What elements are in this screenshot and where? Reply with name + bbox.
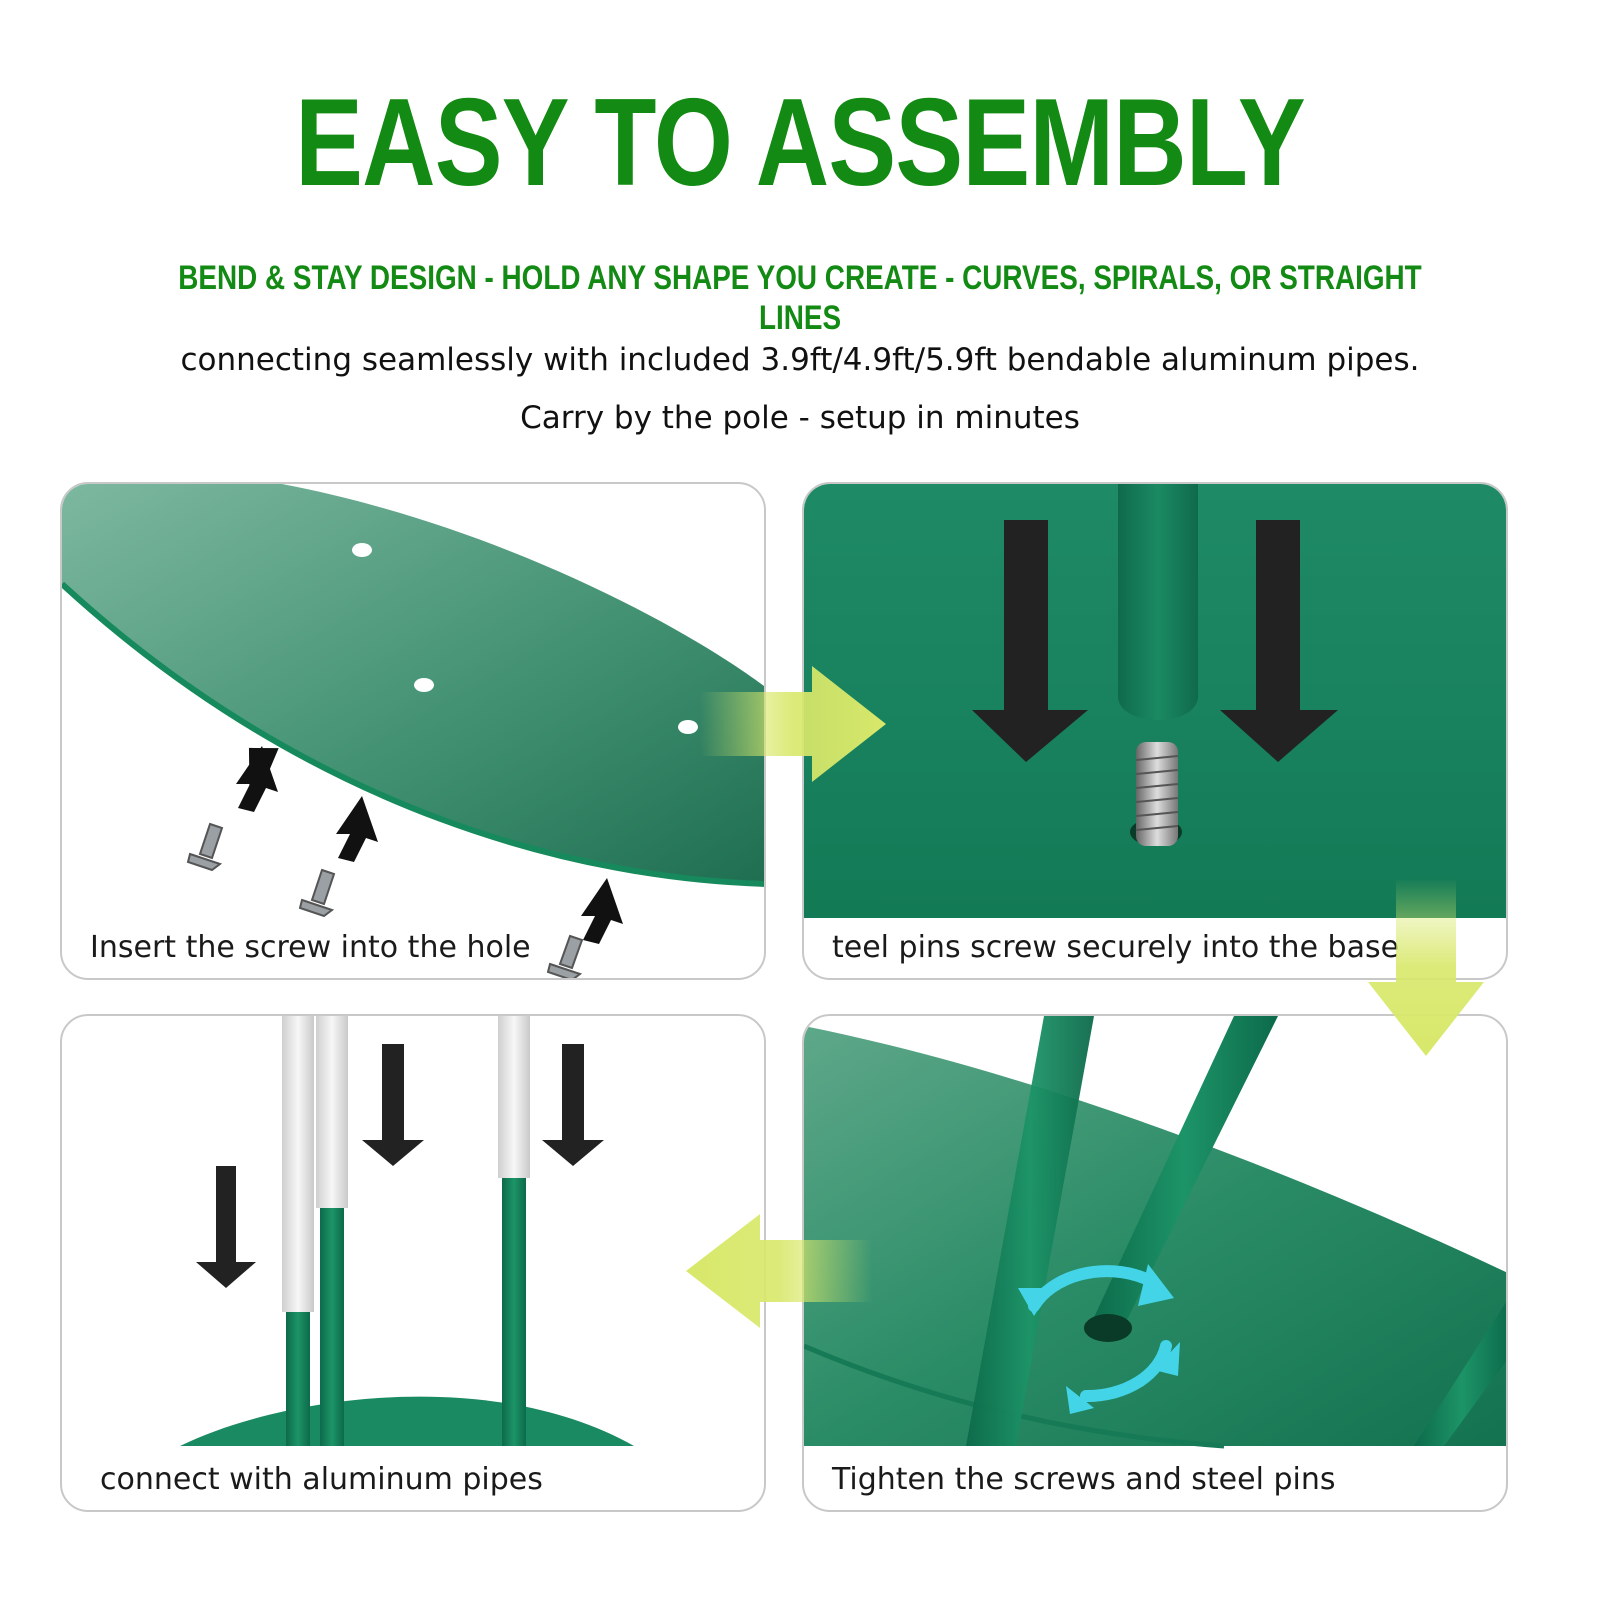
step-panel-tighten: Tighten the screws and steel pins — [802, 1014, 1508, 1512]
step-panel-steel-pins: teel pins screw securely into the base — [802, 482, 1508, 980]
flow-arrow-icon — [686, 1214, 872, 1328]
down-arrow-icon — [972, 520, 1338, 762]
page-subtitle: BEND & STAY DESIGN - HOLD ANY SHAPE YOU … — [178, 259, 1422, 337]
tighten-illustration — [804, 1016, 1506, 1449]
step-panel-insert-screw: Insert the screw into the hole — [60, 482, 766, 980]
step-caption-4: Tighten the screws and steel pins — [832, 1462, 1336, 1497]
description-line-1: connecting seamlessly with included 3.9f… — [180, 342, 1420, 378]
description-line-2: Carry by the pole - setup in minutes — [520, 400, 1080, 436]
step-panel-connect-pipes: connect with aluminum pipes — [60, 1014, 766, 1512]
base-plate-illustration — [62, 484, 764, 978]
step-caption-1: Insert the screw into the hole — [90, 930, 531, 965]
pipe-connection-illustration — [180, 1016, 634, 1446]
step-caption-2: teel pins screw securely into the base — [832, 930, 1400, 965]
screw-icon — [186, 822, 584, 978]
flow-arrow-icon — [700, 666, 886, 782]
steel-pin-illustration — [804, 484, 1506, 918]
page-title: EASY TO ASSEMBLY — [295, 74, 1305, 212]
step-caption-3: connect with aluminum pipes — [100, 1462, 543, 1497]
flow-arrow-icon — [1368, 878, 1484, 1056]
down-arrow-icon — [196, 1044, 604, 1288]
